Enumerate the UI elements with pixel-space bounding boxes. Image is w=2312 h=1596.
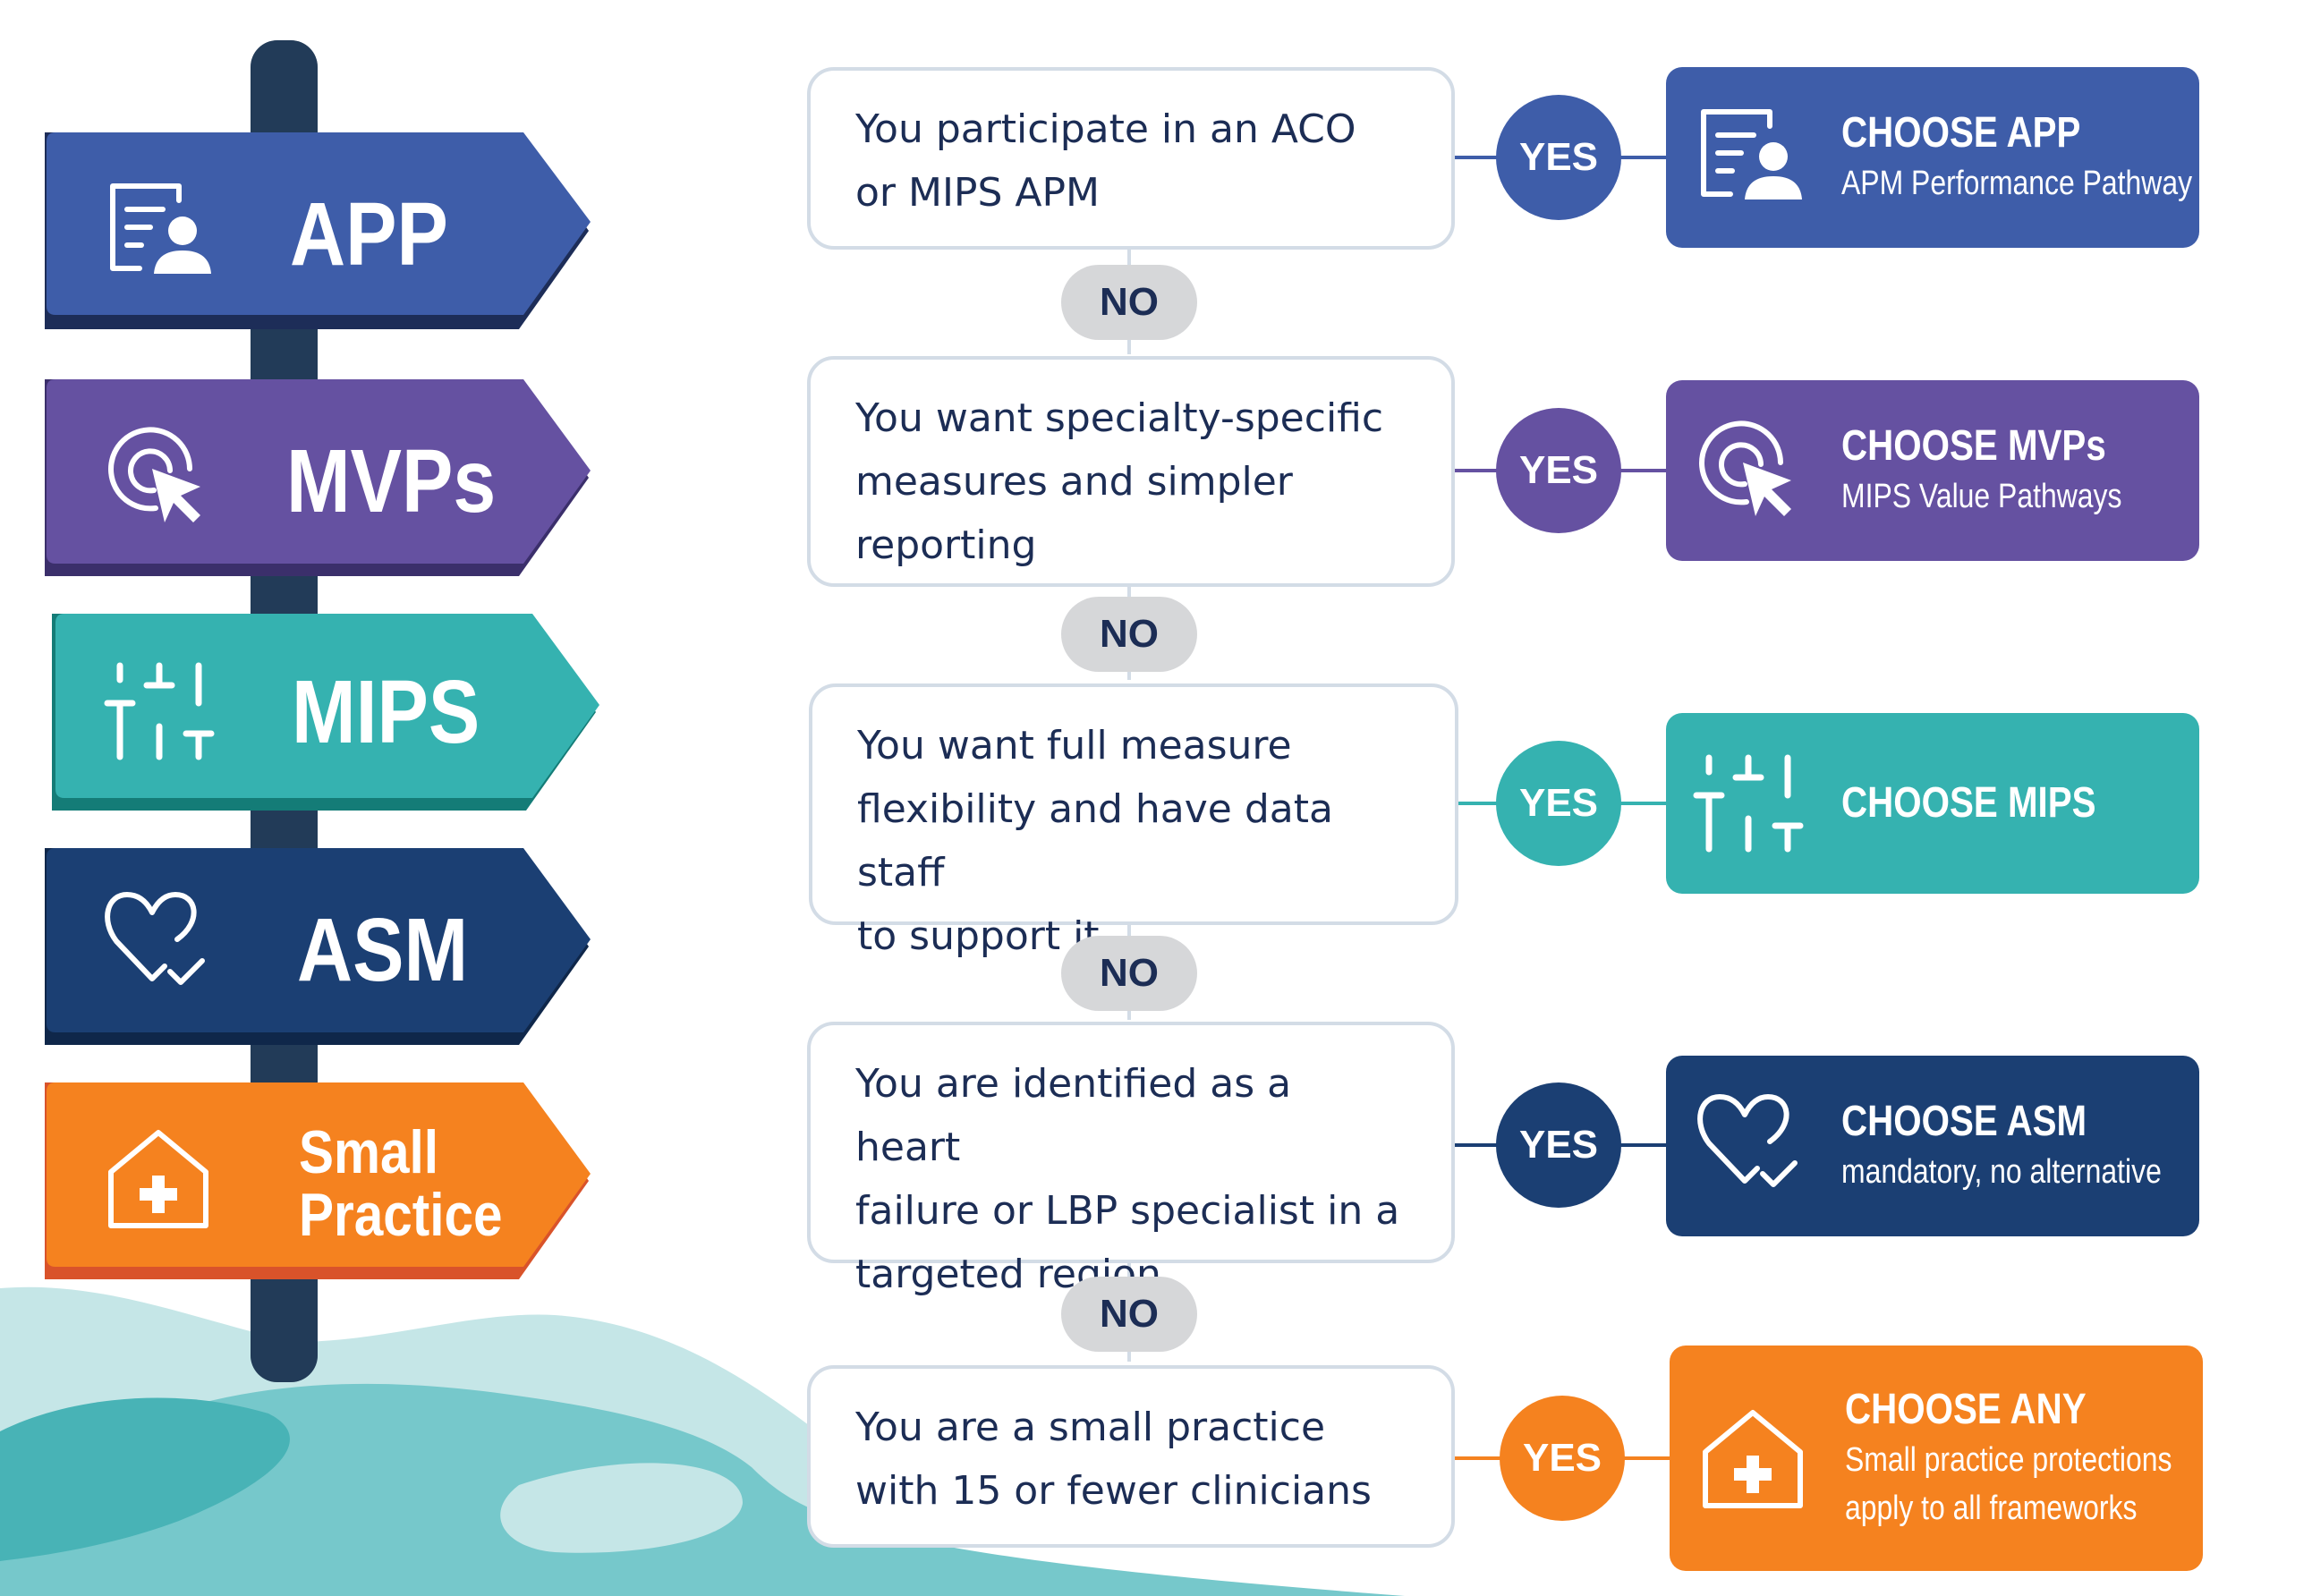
condition-full-flexibility: You want full measure flexibility and ha… <box>809 683 1458 959</box>
result-choose-any: CHOOSE ANY Small practice protections ap… <box>1670 1346 2203 1571</box>
profile-card-icon <box>110 183 211 274</box>
condition-line: flexibility and have data staff <box>857 786 1333 896</box>
no-pill-3: NO <box>1061 936 1197 1011</box>
condition-aco-apm: You participate in an ACO or MIPS APM <box>807 67 1455 250</box>
result-title: CHOOSE ASM <box>1841 1098 2087 1145</box>
condition-specialty-measures: You want specialty-specific measures and… <box>807 356 1455 587</box>
heart-check-icon <box>1697 1094 1798 1187</box>
hill-highlight <box>500 1463 743 1553</box>
result-subtitle: apply to all frameworks <box>1845 1490 2138 1527</box>
yes-circle-app: YES <box>1496 95 1621 220</box>
no-pill-4: NO <box>1061 1277 1197 1352</box>
result-subtitle: MIPS Value Pathways <box>1841 478 2122 515</box>
result-title: CHOOSE MVPs <box>1841 422 2106 470</box>
condition-line: reporting <box>855 522 1037 568</box>
result-title: CHOOSE MIPS <box>1841 779 2096 827</box>
sign-mvps-board <box>47 379 591 564</box>
sign-mips-board <box>55 614 599 798</box>
condition-line: to support it <box>857 913 1100 959</box>
condition-line: You participate in an ACO <box>855 106 1356 152</box>
no-pill-2: NO <box>1061 597 1197 672</box>
yes-circle-asm: YES <box>1496 1082 1621 1208</box>
result-choose-mips: CHOOSE MIPS <box>1666 713 2199 894</box>
condition-line: You want specialty-specific <box>855 395 1384 441</box>
result-choose-mvps: CHOOSE MVPs MIPS Value Pathways <box>1666 380 2199 561</box>
profile-card-icon <box>1701 109 1802 200</box>
yes-circle-small-practice: YES <box>1500 1396 1625 1521</box>
sliders-icon <box>1693 754 1804 853</box>
house-plus-icon <box>108 1130 208 1228</box>
sign-small-practice-board <box>47 1082 591 1267</box>
cursor-click-icon <box>108 427 200 522</box>
condition-line: You are a small practice <box>855 1405 1326 1450</box>
sign-app-label: APP <box>290 184 448 284</box>
condition-line: or MIPS APM <box>855 170 1100 216</box>
condition-line: You are identified as a heart <box>855 1061 1292 1170</box>
sign-small-label: Small <box>299 1118 439 1186</box>
heart-check-icon <box>105 892 205 985</box>
condition-line: measures and simpler <box>855 459 1293 505</box>
cursor-click-icon <box>1699 420 1791 516</box>
sliders-icon <box>104 662 215 760</box>
result-choose-asm: CHOOSE ASM mandatory, no alternative <box>1666 1056 2199 1236</box>
sign-practice-label: Practice <box>299 1181 503 1249</box>
condition-line: failure or LBP specialist in a <box>855 1188 1400 1234</box>
sign-mips-label: MIPS <box>292 662 480 762</box>
result-subtitle: APM Performance Pathway <box>1841 165 2193 202</box>
condition-line: with 15 or fewer clinicians <box>855 1468 1372 1514</box>
house-plus-icon <box>1703 1410 1803 1508</box>
yes-circle-mvps: YES <box>1496 408 1621 533</box>
result-subtitle: mandatory, no alternative <box>1841 1153 2162 1191</box>
sign-asm-label: ASM <box>297 900 469 1000</box>
condition-small-practice: You are a small practice with 15 or fewe… <box>807 1365 1455 1548</box>
condition-heart-lbp-specialist: You are identified as a heart failure or… <box>807 1022 1455 1297</box>
result-choose-app: CHOOSE APP APM Performance Pathway <box>1666 67 2199 248</box>
hill-shade <box>0 1397 290 1561</box>
result-title: CHOOSE APP <box>1841 109 2081 157</box>
result-subtitle: Small practice protections <box>1845 1441 2172 1479</box>
no-pill-1: NO <box>1061 265 1197 340</box>
result-title: CHOOSE ANY <box>1845 1386 2087 1433</box>
condition-line: You want full measure <box>857 723 1292 768</box>
yes-circle-mips: YES <box>1496 741 1621 866</box>
sign-mvps-label: MVPs <box>286 431 497 531</box>
